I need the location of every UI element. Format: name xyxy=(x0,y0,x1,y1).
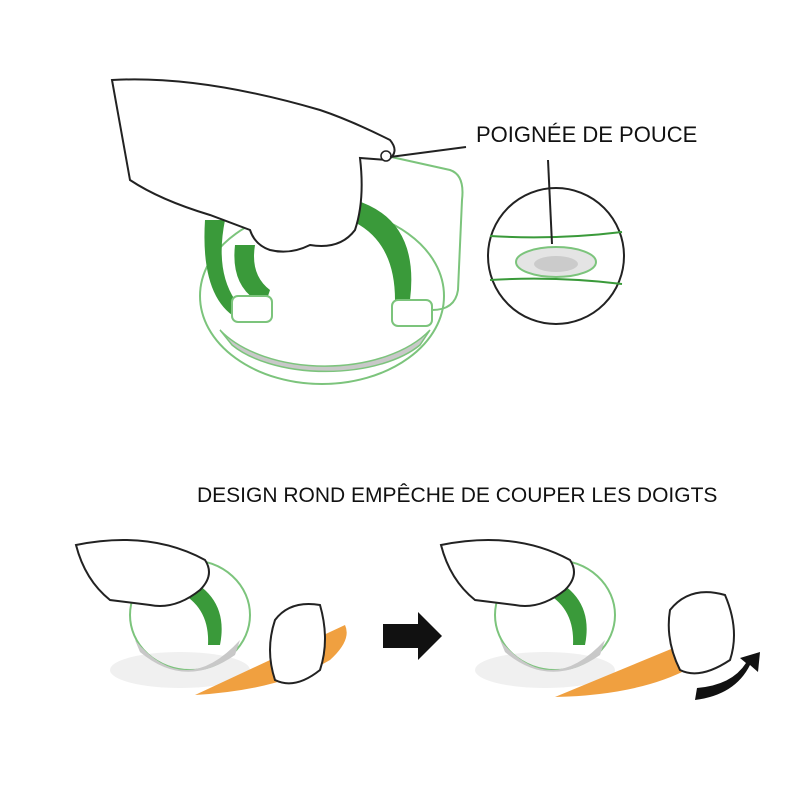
curved-arrow-icon xyxy=(695,652,760,700)
hand-top xyxy=(110,78,396,253)
arrow-right-icon xyxy=(383,612,442,660)
round-design-caption: DESIGN ROND EMPÊCHE DE COUPER LES DOIGTS xyxy=(197,484,718,507)
main-pizza-cutter xyxy=(199,149,464,385)
scene-after xyxy=(439,539,760,700)
scene-before xyxy=(74,539,347,695)
thumb-grip-detail-circle xyxy=(487,159,625,325)
thumb-grip-label: POIGNÉE DE POUCE xyxy=(476,122,698,147)
thumb-grip-pointer xyxy=(389,146,467,158)
